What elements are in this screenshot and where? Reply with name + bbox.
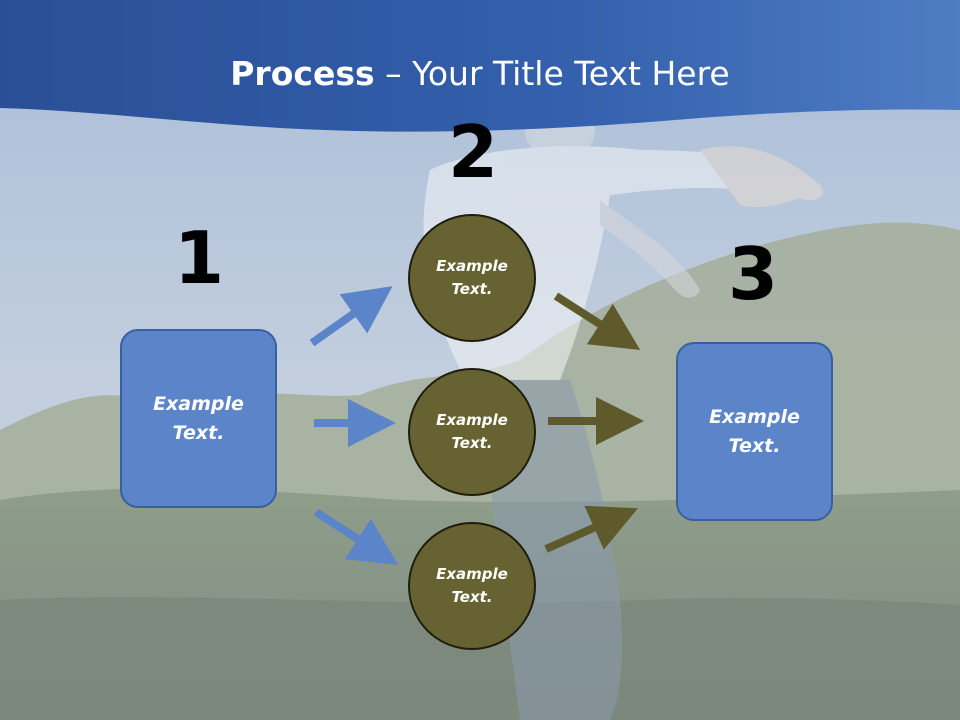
step-1-box-text: Example Text.: [153, 392, 244, 444]
step-number-2: 2: [447, 110, 499, 194]
step-3-box[interactable]: Example Text.: [676, 342, 833, 521]
step-2-circle-bottom[interactable]: Example Text.: [408, 522, 536, 650]
step-number-1: 1: [173, 216, 225, 300]
step-1-box[interactable]: Example Text.: [120, 329, 277, 508]
circle-text: Example Text.: [436, 257, 508, 298]
step-3-box-text: Example Text.: [709, 405, 800, 457]
circle-text: Example Text.: [436, 411, 508, 452]
title-bold: Process: [230, 54, 375, 93]
title-rest: – Your Title Text Here: [374, 54, 730, 93]
slide-title: Process – Your Title Text Here: [0, 52, 960, 96]
step-2-circle-top[interactable]: Example Text.: [408, 214, 536, 342]
step-2-circle-middle[interactable]: Example Text.: [408, 368, 536, 496]
circle-text: Example Text.: [436, 565, 508, 606]
step-number-3: 3: [727, 232, 779, 316]
